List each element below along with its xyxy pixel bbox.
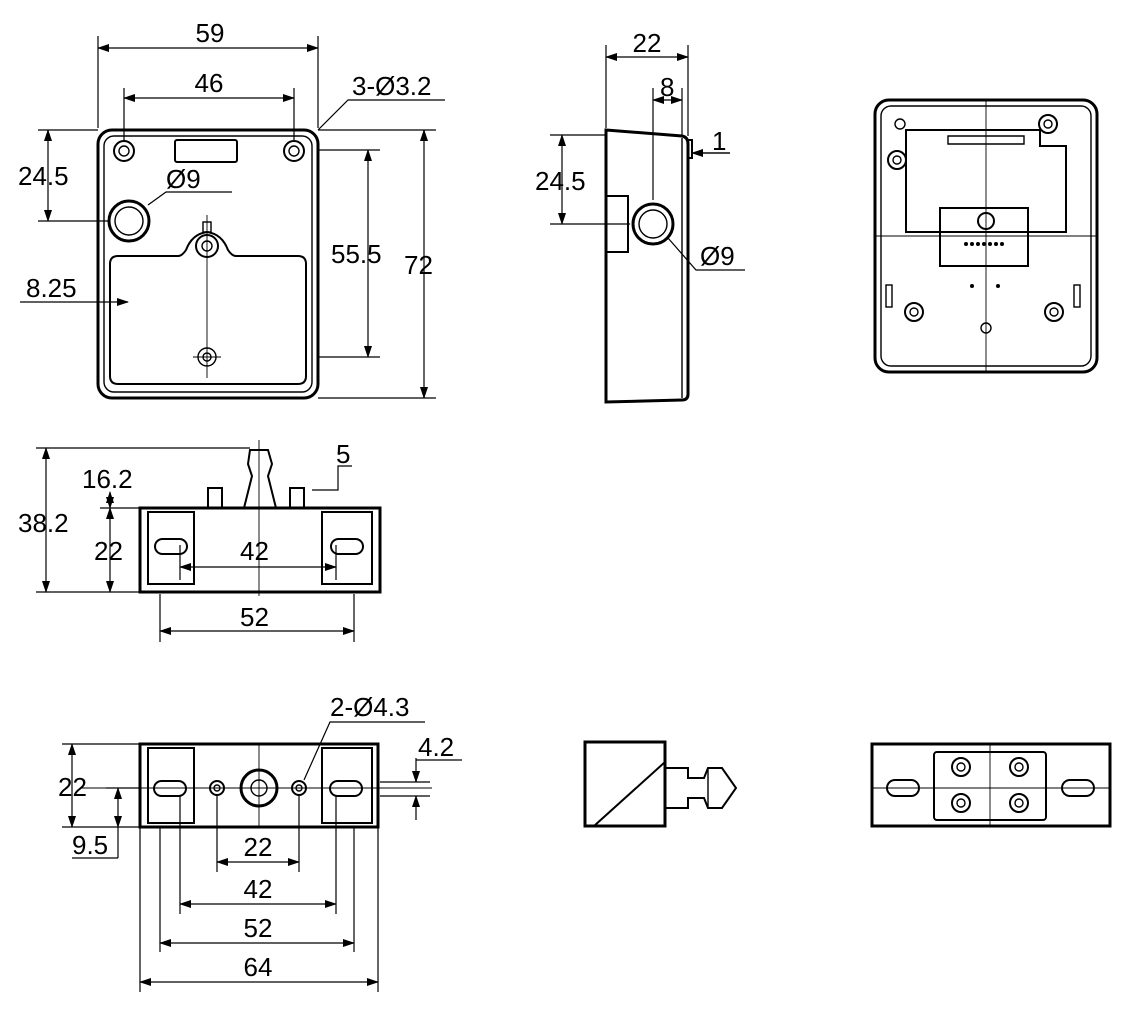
side-latch-view — [583, 740, 738, 828]
right-slot — [330, 538, 364, 555]
dim-height-label: 72 — [404, 250, 433, 280]
latch-plunger — [665, 767, 738, 809]
dim-plan-hole-spacing-label: 22 — [244, 832, 273, 862]
dim-slot-spacing-label: 42 — [240, 536, 269, 566]
dim-base-height-label: 22 — [94, 536, 123, 566]
mounting-hole-icon — [283, 140, 305, 162]
dim-depth-label: 22 — [633, 28, 662, 58]
top-screw-icon — [951, 757, 971, 777]
top-screw-icon — [1009, 757, 1029, 777]
dim-plan-slot-spacing-label: 42 — [244, 874, 273, 904]
front-housing — [96, 128, 320, 400]
side-view: 22 8 1 24.5 Ø9 — [535, 28, 745, 404]
dim-holes-label: 3-Ø3.2 — [352, 71, 432, 101]
dim-total-height-label: 38.2 — [18, 508, 69, 538]
dim-plan-mount-width-label: 52 — [244, 913, 273, 943]
dim-side-offset-label: 24.5 — [535, 166, 586, 196]
dim-plan-center-label: 9.5 — [72, 830, 108, 860]
base-plan-view: 2-Ø4.3 4.2 22 9.5 22 42 52 64 — [58, 692, 462, 992]
front-view: 59 46 3-Ø3.2 24.5 Ø9 8.25 55.5 72 — [18, 18, 445, 400]
dim-plan-offset-label: 4.2 — [418, 732, 454, 762]
rear-module — [939, 207, 1029, 267]
dim-tab-label: 5 — [336, 439, 350, 469]
mounting-hole-icon — [113, 140, 135, 162]
dim-plan-holes-label: 2-Ø4.3 — [330, 692, 410, 722]
dim-hole-spacing-label: 46 — [195, 68, 224, 98]
rear-view — [873, 98, 1099, 374]
rear-screw-icon — [887, 150, 907, 170]
dim-elevation-width-label: 52 — [240, 602, 269, 632]
left-mount-ear — [147, 511, 195, 585]
dim-hole-offset-label: 24.5 — [18, 161, 69, 191]
dim-plan-overall-width-label: 64 — [244, 952, 273, 982]
left-slot — [154, 538, 188, 555]
dim-rim-label: 1 — [712, 126, 726, 156]
right-plate-ear — [321, 747, 373, 824]
latch-pin — [242, 449, 278, 509]
right-mount-ear — [321, 511, 373, 585]
side-housing — [604, 128, 690, 404]
left-plate-ear — [147, 747, 195, 824]
dim-inner-height-label: 55.5 — [331, 239, 382, 269]
dim-width-label: 59 — [196, 18, 225, 48]
latch-slot — [174, 139, 238, 163]
rear-screw-icon — [904, 302, 924, 322]
dim-plan-height-label: 22 — [58, 772, 87, 802]
battery-cover — [109, 230, 307, 385]
top-screw-icon — [1009, 793, 1029, 813]
rear-screw-icon — [1038, 114, 1058, 134]
bottom-elevation-view: 38.2 16.2 22 5 42 52 — [18, 439, 382, 642]
top-screw-icon — [951, 793, 971, 813]
dim-bore-label: Ø9 — [166, 164, 201, 194]
dim-side-bore-label: Ø9 — [700, 241, 735, 271]
rear-contact-dots — [964, 242, 1004, 288]
top-plate — [870, 742, 1112, 828]
dim-bore-offset-label: 8 — [660, 72, 674, 102]
top-plate-view — [870, 742, 1112, 828]
dim-pin-height-label: 16.2 — [82, 464, 133, 494]
latch-block — [583, 740, 667, 828]
rear-screw-icon — [1044, 302, 1064, 322]
dim-edge-offset-label: 8.25 — [26, 273, 77, 303]
